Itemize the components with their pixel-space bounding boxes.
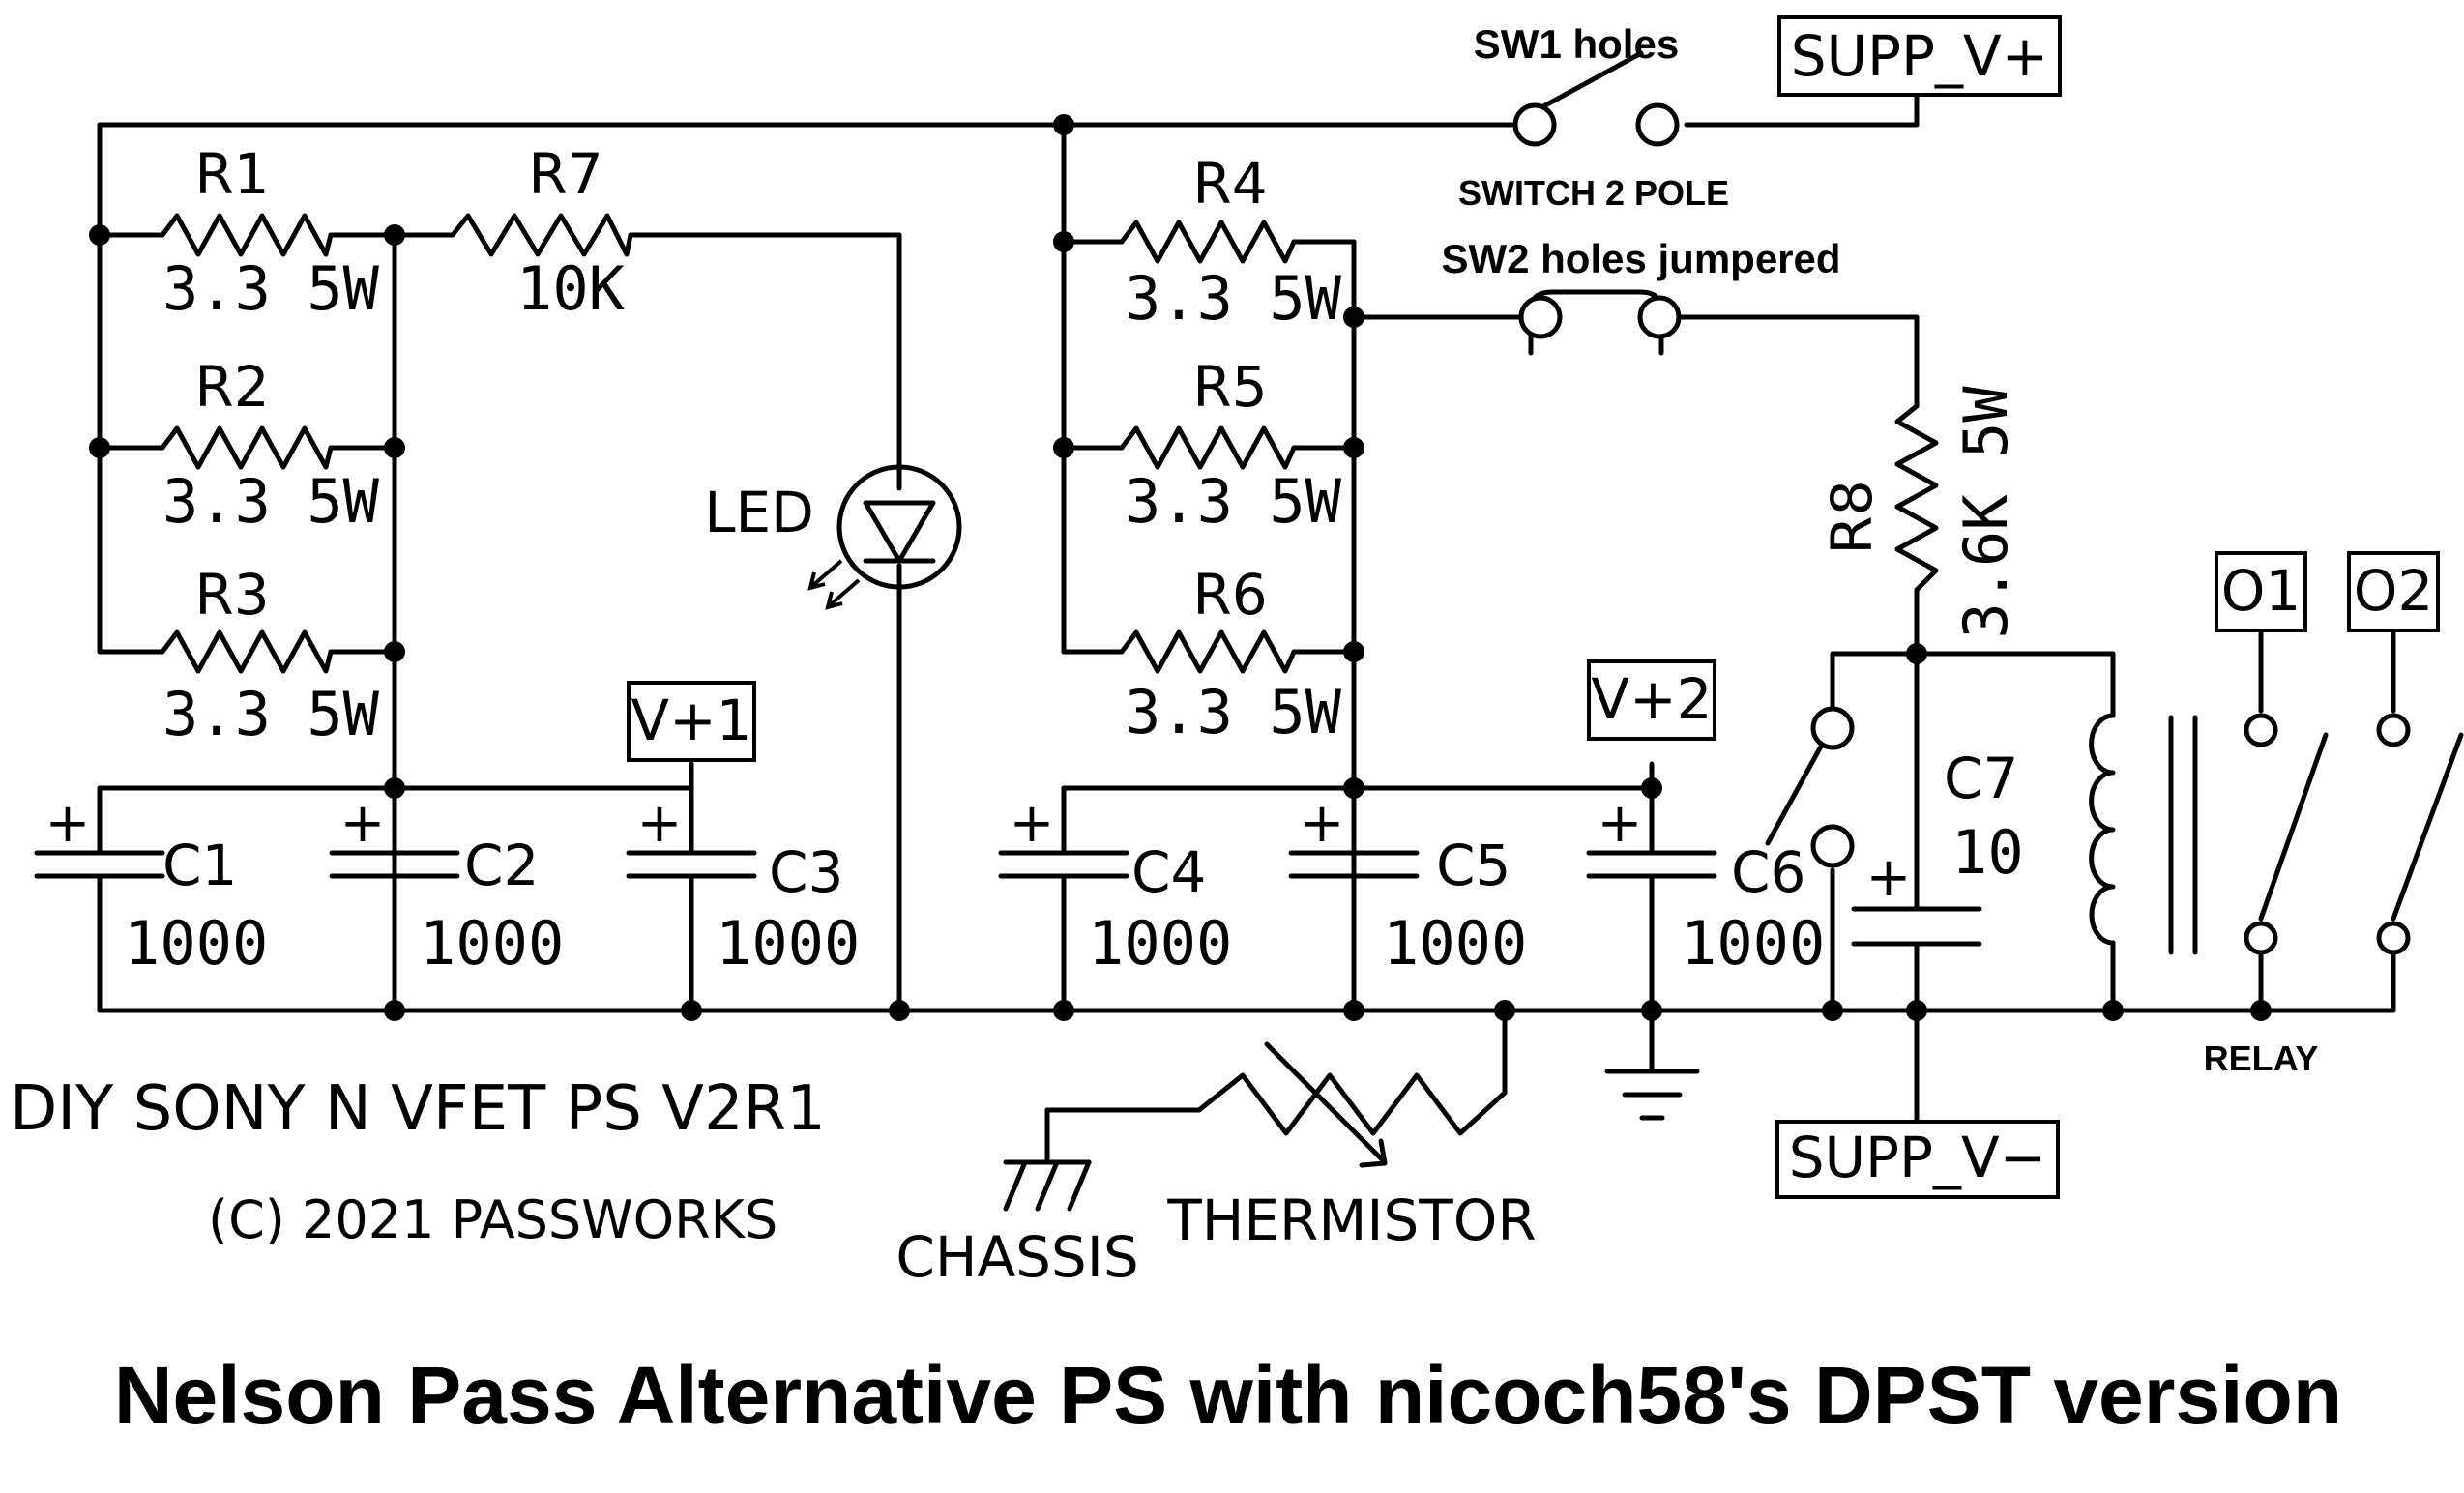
o1-label: O1 bbox=[2221, 558, 2302, 624]
relay-coil bbox=[2089, 713, 2116, 946]
capacitor-c1: + C1 1000 bbox=[34, 792, 268, 979]
resistor-r7: R7 10K bbox=[450, 141, 633, 324]
r1-name: R1 bbox=[194, 141, 269, 207]
capacitor-c4: + C4 1000 bbox=[998, 792, 1232, 979]
relay-contacts: RELAY bbox=[2204, 713, 2411, 1078]
c2-name: C2 bbox=[464, 833, 539, 898]
capacitor-c7: + C7 10 bbox=[1851, 746, 2024, 947]
resistor-r1: R1 3.3 5W bbox=[160, 141, 380, 324]
capacitor-c2: + C2 1000 bbox=[329, 792, 564, 979]
r2-name: R2 bbox=[194, 354, 269, 420]
switch-label: SWITCH 2 POLE bbox=[1458, 173, 1729, 213]
r4-name: R4 bbox=[1192, 151, 1267, 217]
r3-value: 3.3 5W bbox=[162, 679, 380, 749]
r3-name: R3 bbox=[194, 562, 269, 628]
resistor-r8: R8 3.6K 5W bbox=[1819, 386, 2021, 639]
c4-value: 1000 bbox=[1088, 908, 1232, 979]
capacitor-c5: + C5 1000 bbox=[1288, 792, 1527, 979]
o2-label: O2 bbox=[2354, 558, 2434, 624]
sw1-hole-right bbox=[1635, 102, 1680, 147]
c4-name: C4 bbox=[1131, 839, 1206, 905]
o2-box: O2 bbox=[2347, 551, 2440, 632]
c6-plus: + bbox=[1598, 792, 1643, 855]
supp-vp-label: SUPP_V+ bbox=[1791, 23, 2049, 89]
c6-value: 1000 bbox=[1681, 908, 1825, 979]
r1-value: 3.3 5W bbox=[162, 253, 380, 324]
c7-name: C7 bbox=[1944, 746, 2018, 811]
c6-switch bbox=[1765, 706, 1855, 868]
r5-name: R5 bbox=[1192, 354, 1267, 420]
sw1-switch: SW1 holes SWITCH 2 POLE bbox=[1458, 21, 1729, 213]
vp1-label: V+1 bbox=[631, 688, 751, 753]
c1-plus: + bbox=[45, 792, 91, 855]
r8-name: R8 bbox=[1819, 480, 1885, 554]
c7-plus: + bbox=[1866, 846, 1912, 909]
r8-value: 3.6K 5W bbox=[1951, 386, 2021, 639]
vp1-box: V+1 bbox=[627, 681, 756, 762]
supp-vm-label: SUPP_V− bbox=[1789, 1125, 2047, 1190]
sw2-jumper: SW2 holes jumpered bbox=[1441, 236, 1841, 356]
c5-plus: + bbox=[1300, 792, 1345, 855]
r6-value: 3.3 5W bbox=[1125, 677, 1342, 747]
sw1-label: SW1 holes bbox=[1474, 21, 1679, 67]
sw1-hole-left bbox=[1512, 102, 1557, 147]
c1-name: C1 bbox=[162, 833, 237, 898]
led-label: LED bbox=[704, 480, 814, 545]
relay-label: RELAY bbox=[2204, 1039, 2319, 1078]
capacitor-c6: + C6 1000 bbox=[1586, 792, 1825, 979]
resistor-r5: R5 3.3 5W bbox=[1119, 354, 1342, 537]
junction-dots bbox=[89, 114, 2272, 1021]
c3-plus: + bbox=[637, 792, 683, 855]
copyright: (C) 2021 PASSWORKS bbox=[208, 1189, 777, 1250]
sw2-label: SW2 holes jumpered bbox=[1441, 236, 1840, 281]
sw2-hole-right bbox=[1637, 295, 1682, 339]
c6-name: C6 bbox=[1731, 839, 1805, 905]
r6-name: R6 bbox=[1192, 562, 1267, 628]
c3-value: 1000 bbox=[716, 908, 860, 979]
resistor-r4: R4 3.3 5W bbox=[1119, 151, 1342, 334]
r2-value: 3.3 5W bbox=[162, 466, 380, 537]
vp2-label: V+2 bbox=[1591, 666, 1712, 732]
thermistor: THERMISTOR CHASSIS bbox=[895, 1041, 1537, 1290]
r7-name: R7 bbox=[528, 141, 602, 207]
sw2-hole-left bbox=[1518, 295, 1563, 339]
r5-value: 3.3 5W bbox=[1125, 466, 1342, 537]
chassis-label: CHASSIS bbox=[895, 1224, 1138, 1290]
caption: Nelson Pass Alternative PS with nicoch58… bbox=[114, 1350, 2342, 1441]
vp2-box: V+2 bbox=[1587, 659, 1716, 741]
switch-hole-top bbox=[1810, 706, 1855, 750]
c2-value: 1000 bbox=[420, 908, 564, 979]
c1-value: 1000 bbox=[124, 908, 268, 979]
board-title: DIY SONY N VFET PS V2R1 bbox=[10, 1073, 826, 1145]
o1-box: O1 bbox=[2215, 551, 2307, 632]
switch-hole-bottom bbox=[1810, 824, 1855, 868]
c5-value: 1000 bbox=[1383, 908, 1527, 979]
capacitor-c3: + C3 1000 bbox=[626, 792, 860, 979]
r4-value: 3.3 5W bbox=[1125, 263, 1342, 334]
led-symbol: LED bbox=[704, 464, 962, 610]
c7-value: 10 bbox=[1951, 817, 2024, 888]
c5-name: C5 bbox=[1436, 833, 1511, 898]
resistor-r3: R3 3.3 5W bbox=[160, 562, 380, 749]
c3-name: C3 bbox=[769, 839, 843, 905]
c2-plus: + bbox=[340, 792, 386, 855]
c4-plus: + bbox=[1010, 792, 1055, 855]
resistor-r6: R6 3.3 5W bbox=[1119, 562, 1342, 747]
supp-vm-box: SUPP_V− bbox=[1775, 1120, 2060, 1199]
supp-vp-box: SUPP_V+ bbox=[1777, 15, 2062, 97]
r7-value: 10K bbox=[516, 253, 626, 324]
thermistor-label: THERMISTOR bbox=[1166, 1187, 1536, 1253]
resistor-r2: R2 3.3 5W bbox=[160, 354, 380, 537]
